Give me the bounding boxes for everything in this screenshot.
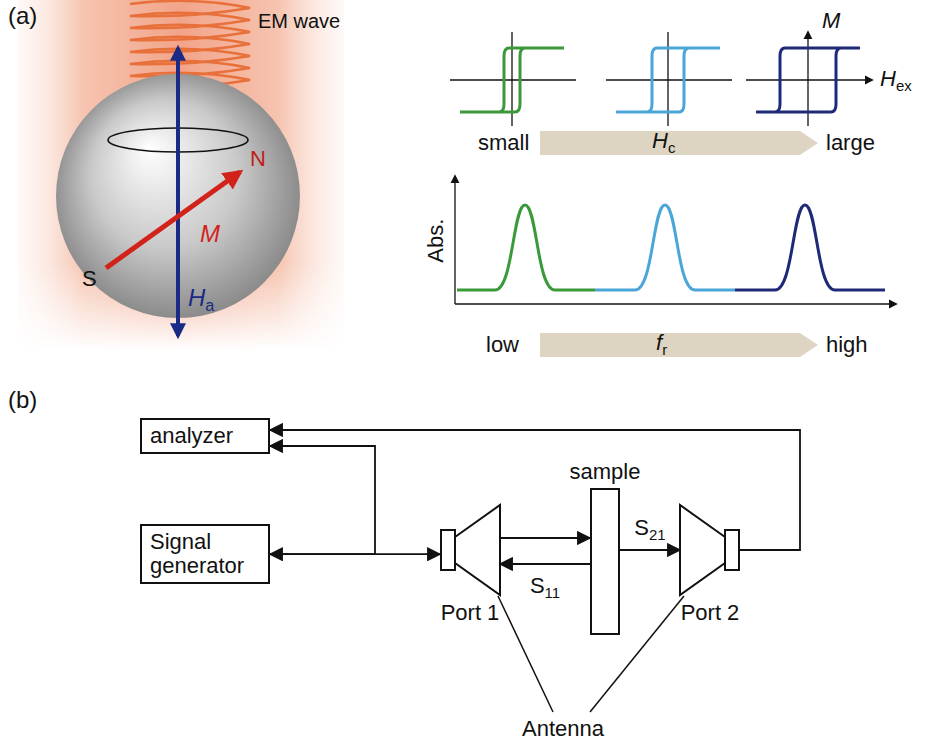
coercivity-symbol: Hc <box>652 128 675 153</box>
frequency-arrow <box>540 333 818 357</box>
instrument-box: analyzer <box>140 418 270 454</box>
s-parameter-label: S11 <box>528 574 562 598</box>
scale-label: high <box>826 332 868 357</box>
scale-label: large <box>826 130 875 155</box>
magnetization-symbol: M <box>200 220 220 248</box>
absorption-peak <box>735 205 885 290</box>
signal-connector <box>500 563 590 565</box>
signal-connector <box>270 446 375 554</box>
part-label: Port 1 <box>441 601 500 625</box>
hysteresis-loop <box>756 48 860 112</box>
em-glow <box>18 0 344 350</box>
panel-letter: (a) <box>8 2 37 30</box>
box-label: Signal generator <box>150 530 260 578</box>
horn-antenna: Port 2 <box>680 505 740 595</box>
axis <box>455 303 896 304</box>
hysteresis-loop <box>460 48 564 112</box>
scale-label: low <box>486 332 519 357</box>
sample-slab: sample <box>590 488 620 635</box>
pole-label: S <box>82 266 97 291</box>
s-parameter-label: S21 <box>632 516 667 540</box>
instrument-box: Signal generator <box>140 524 270 584</box>
axis-label: Hex <box>880 66 912 91</box>
anisotropy-field-arrow <box>176 48 180 336</box>
axis-label: M <box>822 8 840 33</box>
absorption-peak <box>595 205 735 290</box>
horn-outline <box>440 505 500 595</box>
pole-label: N <box>250 146 266 171</box>
box-label: analyzer <box>150 424 260 448</box>
field-symbol: Ha <box>188 284 214 312</box>
part-label: Port 2 <box>681 601 740 625</box>
part-name: Antenna <box>522 716 604 741</box>
hysteresis-loop <box>616 48 720 112</box>
frequency-symbol: fr <box>656 330 667 355</box>
loop-axes <box>450 32 576 126</box>
axis <box>454 176 455 304</box>
loop-axes <box>746 32 872 126</box>
scale-label: small <box>478 130 529 155</box>
magnetization-arrow <box>106 172 240 268</box>
leader-line <box>498 596 553 712</box>
axis-label: Abs. <box>423 219 448 263</box>
horn-antenna: Port 1 <box>440 505 500 595</box>
horn-outline <box>680 505 740 595</box>
loop-axes <box>606 32 732 126</box>
hysteresis-loops <box>450 32 872 126</box>
signal-connector <box>500 537 590 539</box>
signal-connector <box>270 553 440 555</box>
absorption-peak <box>457 205 595 290</box>
signal-connector <box>270 430 800 550</box>
wave-label: EM wave <box>258 10 340 33</box>
signal-connector <box>620 549 680 551</box>
absorption-peaks <box>455 176 896 304</box>
coercivity-arrow <box>540 131 818 155</box>
panel-letter: (b) <box>8 386 37 414</box>
part-label: sample <box>570 460 641 484</box>
glow-fade <box>18 0 344 350</box>
